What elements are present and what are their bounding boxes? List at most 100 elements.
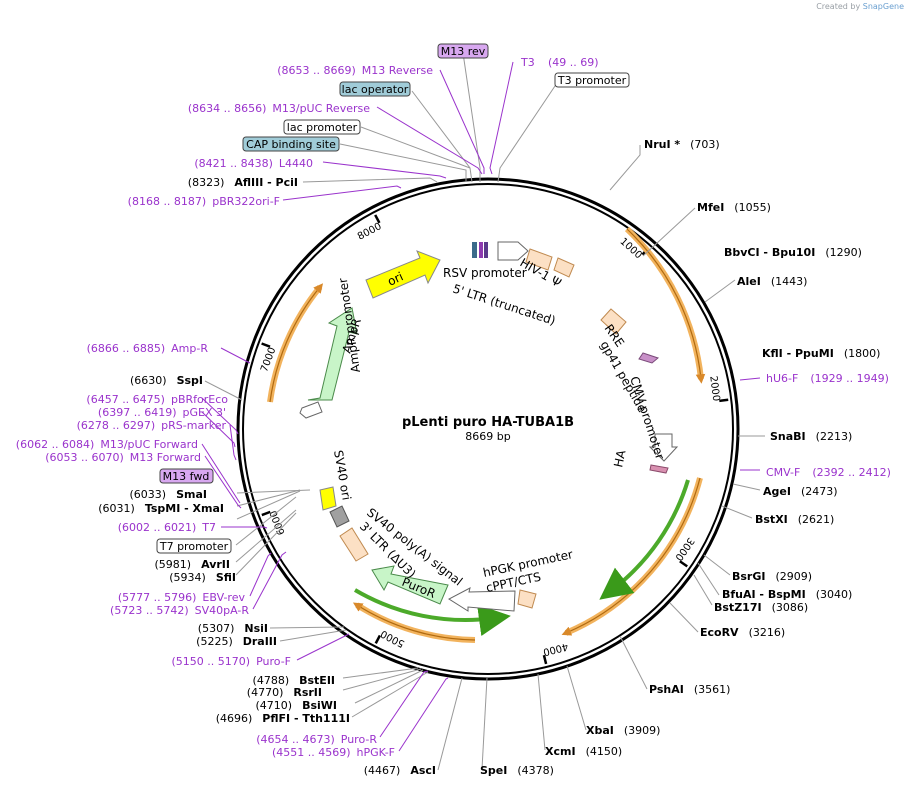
primer-range: (4654 .. 4673): [256, 733, 335, 746]
enzyme-left: (4696)PflFI - Tth111I: [216, 712, 350, 725]
sv40pa-box: [329, 505, 350, 528]
box-cap: [242, 136, 340, 152]
tick-mark: [719, 398, 729, 403]
tick-label: 4000: [542, 640, 569, 657]
enzyme-right: PshAI(3561): [649, 683, 730, 696]
enzyme-left: (4710)BsiWI: [255, 699, 337, 712]
primer-left: (6002 .. 6021)T7: [118, 521, 216, 534]
cmv-promoter-arrow: [648, 433, 679, 462]
primer-left: (5723 .. 5742)SV40pA-R: [110, 604, 249, 617]
enzyme-left: (4770) RsrII: [247, 686, 322, 699]
primer-range: (8168 .. 8187): [128, 195, 207, 208]
rre-box: [600, 308, 627, 335]
m13-rev-mark: [479, 242, 483, 258]
hiv-psi-box: [553, 257, 575, 278]
enzyme-right: AgeI(2473): [763, 485, 838, 498]
orf-arc-3-line: [352, 602, 476, 641]
label-puror: PuroR: [400, 575, 438, 601]
tick-mark: [374, 634, 382, 644]
enzyme-name: SpeI: [480, 764, 507, 777]
tick-mark: [261, 510, 271, 517]
enzyme-pos: (3040): [816, 588, 853, 601]
tick-mark: [542, 654, 548, 665]
tick-label: 8000: [356, 221, 384, 243]
primer-name: pRS-marker: [161, 419, 226, 432]
credit-brand: SnapGene: [862, 2, 904, 11]
enzyme-pos: (5934): [169, 571, 206, 584]
enzyme-pos: (4150): [586, 745, 623, 758]
primer-range: (5777 .. 5796): [118, 591, 197, 604]
sv40-ori-box: [319, 486, 337, 511]
enzyme-pos: (4788): [253, 674, 290, 687]
cppt-box: [517, 589, 537, 609]
enzyme-right: BfuAI - BspMI(3040): [722, 588, 852, 601]
lac-promoter-mark: [484, 242, 488, 258]
enzyme-name: RsrII: [293, 686, 322, 699]
primer-name: T7: [201, 521, 216, 534]
enzyme-name: XcmI: [545, 745, 576, 758]
primer-left: (5150 .. 5170)Puro-F: [172, 655, 292, 668]
primer-name: pBRforEco: [171, 393, 228, 406]
enzyme-left: (5981)AvrII: [155, 558, 230, 571]
backbone-outer: [236, 177, 740, 681]
enzyme-pos: (703): [690, 138, 720, 151]
enzyme-pos: (3086): [772, 601, 809, 614]
enzyme-right: XbaI(3909): [586, 724, 660, 737]
enzyme-pos: (2909): [775, 570, 812, 583]
enzyme-name: SspI: [177, 374, 203, 387]
enzyme-pos: (1800): [844, 347, 881, 360]
orf-arc-1-line: [626, 228, 706, 384]
enzyme-name: KflI - PpuMI: [762, 347, 834, 360]
enzyme-pos: (4696): [216, 712, 253, 725]
puror-arrow: [371, 565, 449, 605]
enzyme-pos: (3909): [624, 724, 661, 737]
enzyme-left: (6031)TspMI - XmaI: [98, 502, 224, 515]
primer-t3-name: T3: [520, 56, 535, 69]
plasmid-name: pLenti puro HA-TUBA1B: [402, 415, 574, 430]
label-ori: ori: [385, 269, 405, 288]
enzyme-name: AleI: [737, 275, 761, 288]
enzyme-pos: (3216): [749, 626, 786, 639]
enzyme-right: BbvCI - Bpu10I(1290): [724, 246, 862, 259]
primer-name: pGEX 3': [182, 406, 226, 419]
enzyme-right: KflI - PpuMI (1800): [762, 347, 880, 360]
enzyme-name: BstXI: [755, 513, 788, 526]
enzyme-left: (5225)DraIII: [196, 635, 277, 648]
primer-name: SV40pA-R: [195, 604, 250, 617]
enzyme-right: EcoRV (3216): [700, 626, 785, 639]
box-lacop: [339, 81, 411, 97]
credit-prefix: Created by: [816, 2, 861, 11]
box-m13fwd: [159, 468, 214, 484]
enzyme-right: SnaBI(2213): [770, 430, 852, 443]
enzyme-pos: (8323): [188, 176, 225, 189]
enzyme-pos: (1055): [734, 201, 771, 214]
enzyme-right: BstZ17I(3086): [714, 601, 808, 614]
enzyme-pos: (1443): [771, 275, 808, 288]
enzyme-name: AscI: [410, 764, 436, 777]
enzyme-name: PshAI: [649, 683, 684, 696]
enzyme-pos: (4770): [247, 686, 284, 699]
primer-range: (8653 .. 8669): [277, 64, 356, 77]
primer-left: (6866 .. 6885)Amp-R: [87, 342, 209, 355]
enzyme-right: SpeI(4378): [480, 764, 554, 777]
ampr-arrow: [307, 307, 358, 401]
primer-range: (6866 .. 6885): [87, 342, 166, 355]
enzyme-labels-left: (8323)AflIII - PciI(6630)SspI(6033)SmaI(…: [98, 176, 436, 777]
primer-labels-right: hU6-F(1929 .. 1949)CMV-F(2392 .. 2412): [766, 372, 891, 479]
primer-name: EBV-rev: [202, 591, 245, 604]
box-m13fwd-label: M13 fwd: [163, 470, 210, 483]
enzyme-pos: (5225): [196, 635, 233, 648]
box-lacpromoter-label: lac promoter: [287, 121, 358, 134]
enzyme-pos: (5307): [198, 622, 235, 635]
enzyme-pos: (2621): [798, 513, 835, 526]
enzyme-left: (5934)SfiI: [169, 571, 236, 584]
tick-mark: [374, 214, 381, 224]
enzyme-name: BstEII: [299, 674, 335, 687]
label-cmv-promoter: CMV promoter: [627, 375, 667, 462]
enzyme-name: EcoRV: [700, 626, 739, 639]
primer-left: (6062 .. 6084)M13/pUC Forward: [16, 438, 198, 451]
enzyme-right: BstXI (2621): [755, 513, 834, 526]
primer-range: (6397 .. 6419): [98, 406, 177, 419]
enzyme-pos: (6630): [130, 374, 167, 387]
plasmid-length: 8669 bp: [465, 430, 510, 443]
